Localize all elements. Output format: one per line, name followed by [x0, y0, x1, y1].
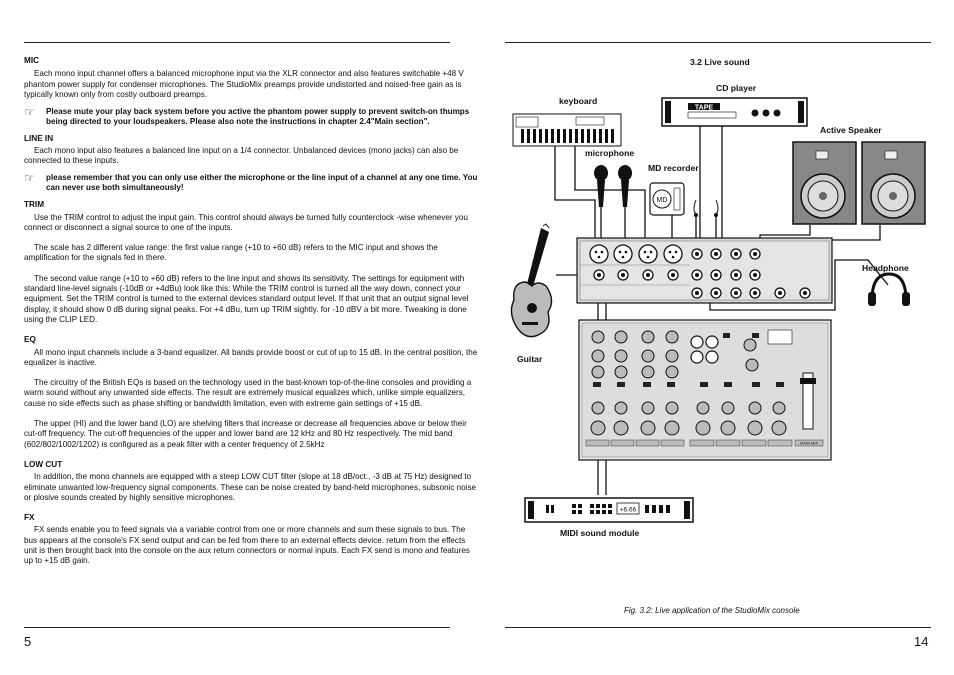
cd-player-device: TAPE [661, 97, 808, 127]
label-midi-sound-module: MIDI sound module [560, 528, 640, 538]
mic-paragraph: Each mono input channel offers a balance… [24, 69, 464, 99]
left-page-body: MIC Each mono input channel offers a bal… [24, 56, 478, 567]
bottom-rule-right [505, 627, 931, 628]
trim-paragraph-3: The second value range (+10 to +60 dB) r… [24, 273, 469, 324]
heading-fx: FX [24, 513, 35, 523]
bottom-rule-left [24, 627, 450, 628]
guitar-icon [510, 223, 553, 338]
midi-display-readout: +6.66 [620, 507, 637, 514]
low-cut-paragraph: In addition, the mono channels are equip… [24, 472, 477, 502]
line-in-paragraph: Each mono input also features a balanced… [24, 146, 459, 166]
fx-paragraph: FX sends enable you to feed signals via … [24, 525, 470, 566]
heading-low-cut: LOW CUT [24, 459, 63, 469]
mixer-console: MAIN MIX [576, 237, 833, 461]
eq-paragraph-3: The upper (HI) and the lower band (LO) a… [24, 419, 467, 449]
microphone-pair [594, 165, 632, 207]
active-speaker-right [861, 141, 926, 225]
heading-trim: TRIM [24, 200, 45, 210]
keyboard-device [512, 113, 622, 147]
label-guitar: Guitar [517, 354, 543, 364]
md-recorder-device: MD [649, 182, 719, 217]
main-mix-label: MAIN MIX [800, 441, 819, 446]
page-number-right: 14 [914, 634, 929, 649]
mic-note: ☞ Please mute your play back system befo… [24, 105, 478, 128]
trim-paragraph-2: The scale has 2 different value range: t… [24, 243, 438, 263]
pointing-hand-icon: ☞ [24, 170, 35, 185]
section-title-live-sound: 3.2 Live sound [690, 57, 750, 67]
label-keyboard: keyboard [559, 96, 598, 106]
channel-knobs [590, 330, 787, 436]
md-label: MD [657, 197, 668, 204]
pointing-hand-icon: ☞ [24, 105, 35, 120]
page-number-left: 5 [24, 634, 32, 649]
trim-paragraph-1: Use the TRIM control to adjust the input… [24, 212, 468, 232]
line-in-note-text: please remember that you can only use ei… [46, 172, 478, 192]
active-speaker-left [792, 141, 857, 225]
midi-module-device: +6.66 [524, 497, 694, 523]
heading-line-in: LINE IN [24, 133, 54, 143]
label-active-speaker: Active Speaker [820, 125, 882, 135]
label-cd-player: CD player [716, 83, 757, 93]
eq-paragraph-2: The circuitry of the British EQs is base… [24, 378, 472, 408]
figure-caption: Fig. 3.2: Live application of the Studio… [624, 606, 800, 615]
headphone-icon [868, 272, 910, 306]
top-rule-left [24, 42, 450, 43]
label-microphone: microphone [585, 148, 635, 158]
heading-mic: MIC [24, 56, 40, 65]
tape-label: TAPE [695, 105, 713, 112]
top-rule-right [505, 42, 931, 43]
eq-paragraph-1: All mono input channels include a 3-band… [24, 347, 478, 367]
heading-eq: EQ [24, 335, 36, 345]
mic-note-text: Please mute your play back system before… [46, 107, 470, 127]
line-in-note: ☞ please remember that you can only use … [24, 170, 478, 194]
label-md-recorder: MD recorder [648, 163, 699, 173]
label-headphone: Headphone [862, 263, 909, 273]
